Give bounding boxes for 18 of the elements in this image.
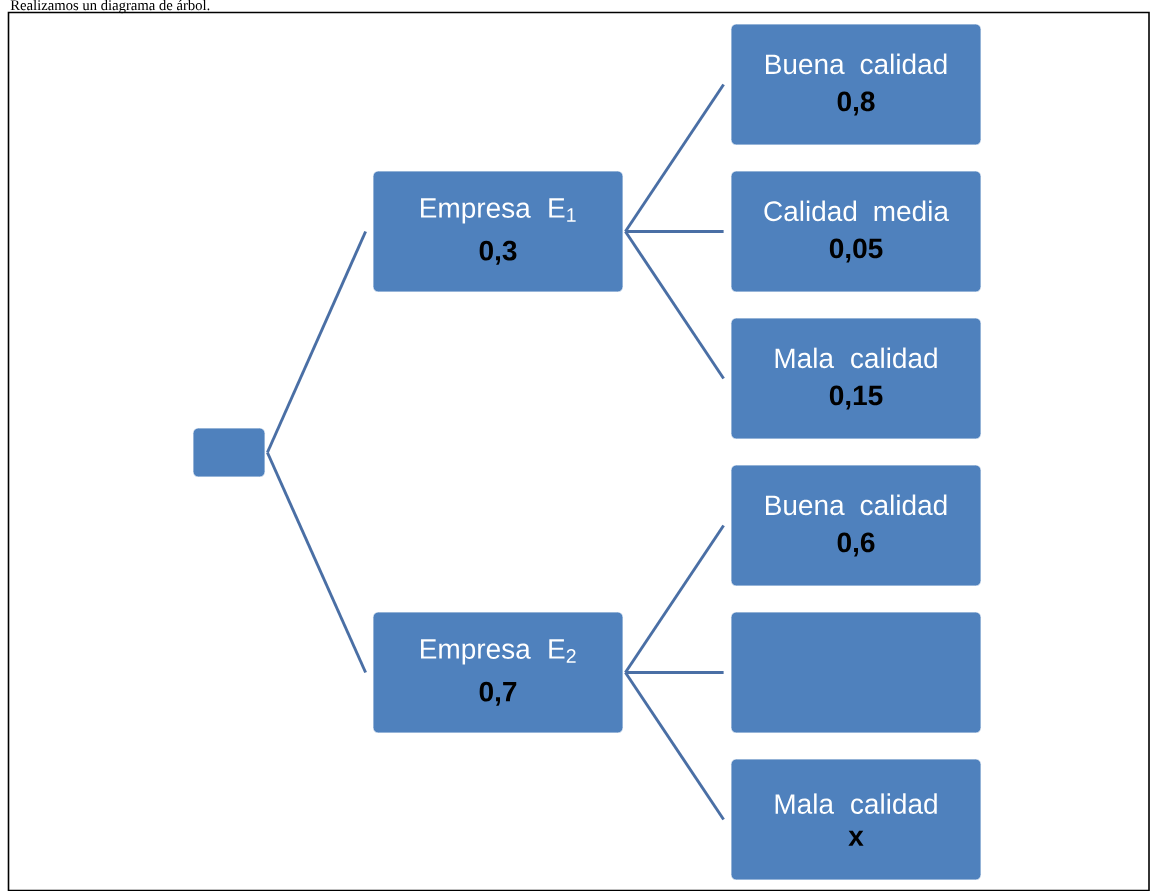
tree-box: Calidad media 0,05 xyxy=(730,170,982,293)
empty-box xyxy=(730,611,982,734)
branch-line xyxy=(624,83,725,233)
tree-box: Empresa E$_{1}$ 0,3 xyxy=(372,170,624,293)
tree-box: Buena calidad 0,6 xyxy=(730,464,982,587)
empty-box xyxy=(192,427,266,478)
tree-box: Mala calidad 0,15 xyxy=(730,317,982,440)
branch-line xyxy=(625,230,724,233)
heading: Realizamos un diagrama de árbol. xyxy=(10,0,210,14)
branch-line xyxy=(266,451,367,674)
tree-box: Empresa E$_{2}$ 0,7 xyxy=(372,611,624,734)
branch-line xyxy=(624,524,725,674)
branch-line xyxy=(624,671,725,821)
branch-line xyxy=(266,230,367,454)
branch-line xyxy=(625,671,724,674)
tree-box: Mala calidad x xyxy=(730,758,982,881)
tree-box: Buena calidad 0,8 xyxy=(730,23,982,146)
branch-line xyxy=(624,230,725,380)
